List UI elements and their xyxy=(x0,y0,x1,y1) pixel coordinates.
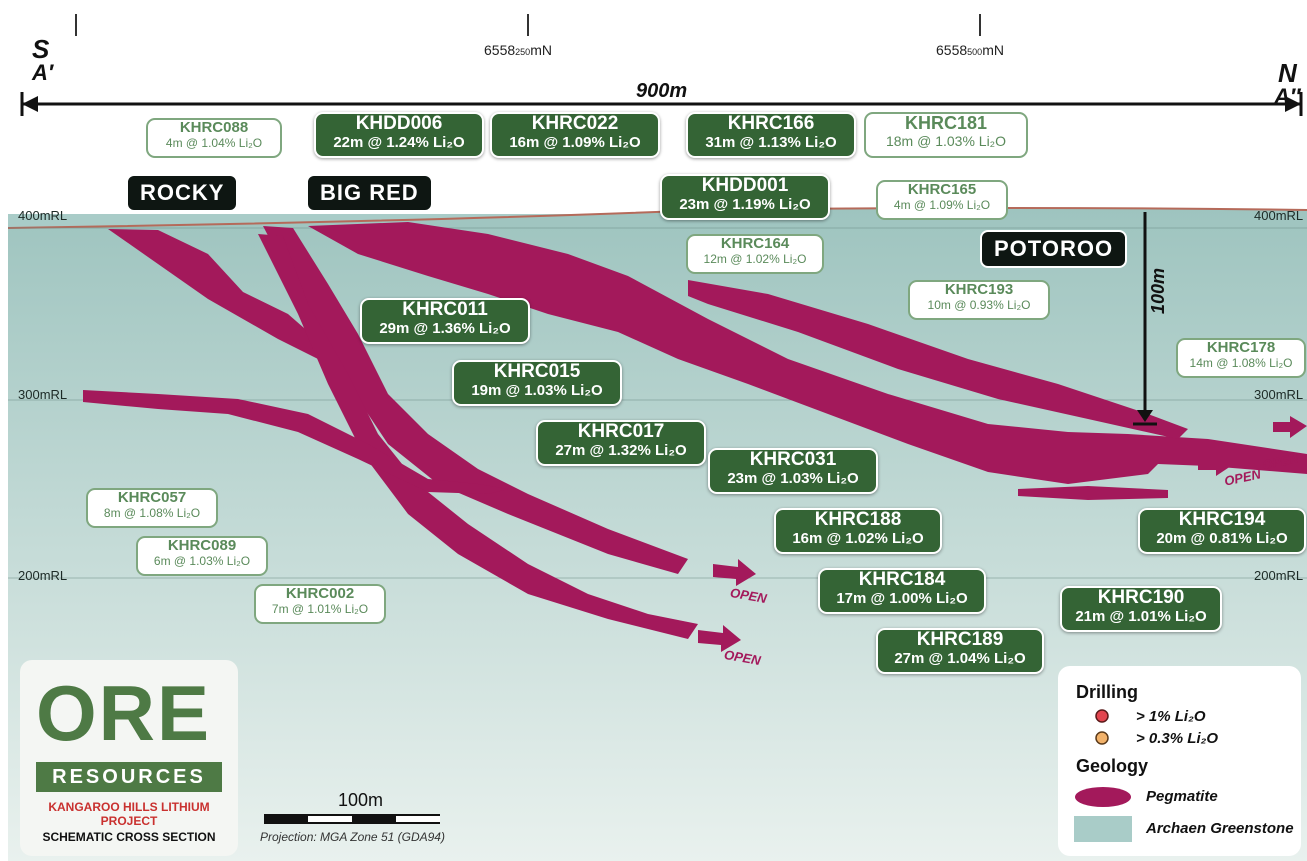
legend: Drilling > 1% Li₂O > 0.3% Li₂O Geology P… xyxy=(1058,666,1301,856)
legend-drilling-title: Drilling xyxy=(1076,682,1138,702)
cross-section-frame: S A′ N A″ 6558250mN 6558500mN 900m 400mR… xyxy=(8,14,1307,861)
drill-markers xyxy=(1095,709,1109,745)
deposit-rocky: ROCKY xyxy=(126,174,239,212)
legend-pegmatite: Pegmatite xyxy=(1146,788,1218,805)
scale-bar-label: 100m xyxy=(338,790,384,810)
south-letter: S xyxy=(32,34,50,64)
legend-drill-high: > 1% Li₂O xyxy=(1136,708,1206,725)
project-name-2: PROJECT xyxy=(100,814,158,828)
section-start-label: A′ xyxy=(32,60,54,85)
brand-logo: ORE xyxy=(36,669,212,757)
rl-label-400-left: 400mRL xyxy=(18,208,68,223)
northing-label-1: 6558250mN xyxy=(484,42,552,58)
section-width-label: 900m xyxy=(636,80,688,102)
project-name: KANGAROO HILLS LITHIUM xyxy=(48,800,210,814)
north-letter: N xyxy=(1278,58,1297,88)
deposit-potoroo: POTOROO xyxy=(980,230,1128,268)
vertical-scale-label: 100m xyxy=(1148,267,1168,314)
northing-label-2: 6558500mN xyxy=(936,42,1004,58)
pegmatite-bodies xyxy=(83,222,1307,639)
legend-geology-title: Geology xyxy=(1076,756,1149,776)
logo-panel: ORE RESOURCES KANGAROO HILLS LITHIUM PRO… xyxy=(20,660,238,856)
section-end-label: A″ xyxy=(1274,84,1301,109)
rl-label-400-right: 400mRL xyxy=(1254,208,1304,223)
legend-greenstone: Archaen Greenstone xyxy=(1146,820,1294,837)
projection-note: Projection: MGA Zone 51 (GDA94) xyxy=(260,830,445,844)
rl-label-200-left: 200mRL xyxy=(18,568,68,583)
pegmatite-swatch xyxy=(1075,787,1131,807)
greenstone-swatch xyxy=(1074,816,1132,842)
deposit-big-red: BIG RED xyxy=(306,174,433,212)
rl-label-200-right: 200mRL xyxy=(1254,568,1304,583)
brand-subtitle: RESOURCES xyxy=(36,762,222,792)
rl-label-300-left: 300mRL xyxy=(18,387,68,402)
scale-bar xyxy=(264,814,440,824)
section-title: SCHEMATIC CROSS SECTION xyxy=(42,830,216,844)
legend-drill-low: > 0.3% Li₂O xyxy=(1136,730,1219,747)
rl-label-300-right: 300mRL xyxy=(1254,387,1304,402)
